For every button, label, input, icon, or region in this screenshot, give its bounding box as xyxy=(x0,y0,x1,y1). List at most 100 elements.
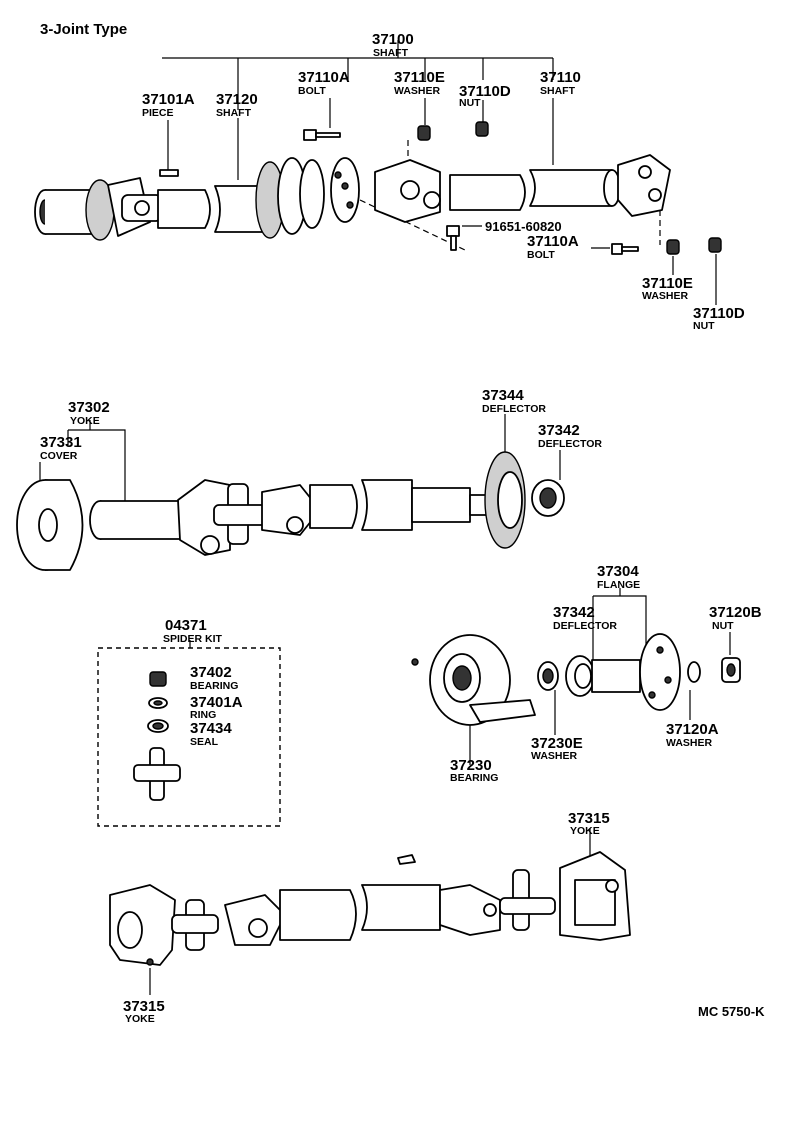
cover-37331 xyxy=(16,479,84,571)
label-37344: 37344 DEFLECTOR xyxy=(482,387,546,415)
svg-text:FLANGE: FLANGE xyxy=(597,579,640,591)
svg-text:37315: 37315 xyxy=(123,998,165,1015)
svg-text:BOLT: BOLT xyxy=(298,85,326,97)
diagram-code: MC 5750-K xyxy=(698,1004,765,1019)
section-center-bearing xyxy=(411,588,741,765)
deflector-37342-low xyxy=(565,655,595,697)
bolt-37110a-top xyxy=(303,129,341,141)
label-37101a: 37101A PIECE xyxy=(142,91,195,119)
svg-text:37401A: 37401A xyxy=(190,694,243,711)
svg-text:37434: 37434 xyxy=(190,720,232,737)
label-37315-top: 37315 YOKE xyxy=(568,810,610,837)
center-bearing-flange xyxy=(255,157,360,239)
svg-text:37110: 37110 xyxy=(540,69,581,86)
yoke-37315-left xyxy=(109,884,176,966)
svg-text:RING: RING xyxy=(190,709,216,721)
svg-text:SPIDER KIT: SPIDER KIT xyxy=(163,633,223,645)
svg-text:DEFLECTOR: DEFLECTOR xyxy=(538,438,602,450)
svg-text:COVER: COVER xyxy=(40,450,78,462)
svg-text:SEAL: SEAL xyxy=(190,736,219,748)
svg-text:37402: 37402 xyxy=(190,664,232,681)
svg-text:BEARING: BEARING xyxy=(190,680,238,692)
svg-text:37100: 37100 xyxy=(372,31,414,48)
label-37315-bottom: 37315 YOKE xyxy=(123,998,165,1025)
svg-text:37315: 37315 xyxy=(568,810,610,827)
svg-text:WASHER: WASHER xyxy=(531,750,578,762)
svg-text:NUT: NUT xyxy=(712,620,734,632)
spider-cross xyxy=(133,747,181,801)
washer-37110e-top xyxy=(417,125,431,141)
rear-flange-yoke xyxy=(617,154,671,217)
piece-37101a xyxy=(159,169,179,177)
section-shaft-assembly xyxy=(34,40,722,305)
svg-text:NUT: NUT xyxy=(459,97,481,109)
svg-text:37302: 37302 xyxy=(68,399,110,416)
svg-text:37110E: 37110E xyxy=(642,275,693,292)
label-37110a-right: 37110A BOLT xyxy=(527,233,579,261)
svg-text:37344: 37344 xyxy=(482,387,524,404)
svg-text:YOKE: YOKE xyxy=(125,1013,155,1025)
svg-text:37304: 37304 xyxy=(597,563,639,580)
shaft-37120 xyxy=(157,185,263,233)
label-04371: 04371 SPIDER KIT xyxy=(163,617,223,645)
label-37120b: 37120B NUT xyxy=(709,604,762,632)
small-clip xyxy=(397,854,416,865)
svg-text:BEARING: BEARING xyxy=(450,772,498,784)
label-37120: 37120 SHAFT xyxy=(216,91,258,119)
svg-text:37342: 37342 xyxy=(538,422,580,439)
svg-text:37120A: 37120A xyxy=(666,721,719,738)
label-37434: 37434 SEAL xyxy=(190,720,232,748)
svg-text:37120B: 37120B xyxy=(709,604,762,621)
label-37110a-top: 37110A BOLT xyxy=(298,69,350,97)
flange-37304 xyxy=(591,633,681,711)
label-37342-low: 37342 DEFLECTOR xyxy=(553,604,617,632)
svg-text:91651-60820: 91651-60820 xyxy=(485,219,562,234)
svg-text:04371: 04371 xyxy=(165,617,207,634)
yoke-37302 xyxy=(89,479,231,556)
label-91651-60820: 91651-60820 xyxy=(485,219,562,234)
u-joint-bottom-left xyxy=(171,899,219,951)
ring-37401a xyxy=(148,697,168,709)
svg-text:WASHER: WASHER xyxy=(666,737,713,749)
nut-37120b xyxy=(721,657,741,683)
svg-text:DEFLECTOR: DEFLECTOR xyxy=(553,620,617,632)
shaft-section-5 xyxy=(224,884,501,946)
svg-text:SHAFT: SHAFT xyxy=(216,107,252,119)
svg-text:BOLT: BOLT xyxy=(527,249,555,261)
bearing-37230 xyxy=(411,634,536,726)
svg-text:37120: 37120 xyxy=(216,91,258,108)
svg-text:37110A: 37110A xyxy=(527,233,579,250)
svg-text:WASHER: WASHER xyxy=(394,85,441,97)
label-37100: 37100 SHAFT xyxy=(372,31,414,59)
label-37110: 37110 SHAFT xyxy=(540,69,581,97)
svg-text:37331: 37331 xyxy=(40,434,82,451)
label-37110d-top: 37110D NUT xyxy=(459,83,511,109)
label-37110d-right: 37110D NUT xyxy=(693,305,745,332)
label-37304: 37304 FLANGE xyxy=(597,563,640,591)
svg-text:37101A: 37101A xyxy=(142,91,195,108)
label-37110e-top: 37110E WASHER xyxy=(394,69,445,97)
deflector-37344 xyxy=(484,451,526,549)
svg-text:37230E: 37230E xyxy=(531,735,583,752)
washer-37230e xyxy=(537,661,559,691)
label-37302: 37302 YOKE xyxy=(68,399,110,427)
label-37402: 37402 BEARING xyxy=(190,664,238,692)
u-joint-37302 xyxy=(213,483,267,545)
diagram-title: 3-Joint Type xyxy=(40,21,127,38)
svg-text:WASHER: WASHER xyxy=(642,290,689,302)
svg-text:SHAFT: SHAFT xyxy=(373,47,409,59)
section-yoke-deflector xyxy=(16,414,565,571)
shaft-37110 xyxy=(449,169,621,211)
shaft-section-2 xyxy=(261,479,501,536)
label-37110e-right: 37110E WASHER xyxy=(642,275,693,302)
svg-text:37110D: 37110D xyxy=(693,305,745,322)
bolt-91651-60820 xyxy=(446,225,460,251)
u-joint-front xyxy=(121,194,163,222)
label-37401a: 37401A RING xyxy=(190,694,243,721)
spider-kit-box xyxy=(97,640,281,827)
section-bottom-shaft xyxy=(109,828,631,995)
bearing-37402 xyxy=(149,671,167,687)
svg-text:YOKE: YOKE xyxy=(70,415,100,427)
u-joint-middle xyxy=(374,159,441,223)
svg-text:DEFLECTOR: DEFLECTOR xyxy=(482,403,546,415)
